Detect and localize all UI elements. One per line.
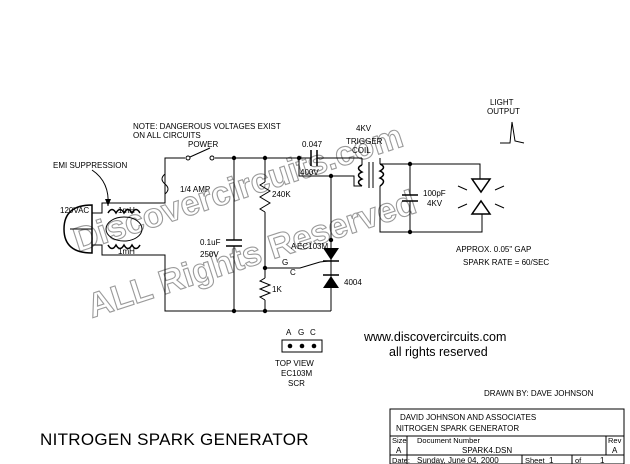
title-block-sheet-value: 1 [549, 456, 554, 464]
title-block-project: NITROGEN SPARK GENERATOR [396, 424, 519, 433]
title-block-rev-value: A [612, 446, 618, 455]
drawn-by-label: DRAWN BY: DAVE JOHNSON [484, 389, 594, 398]
fuse-label: 1/4 AMP [180, 185, 210, 194]
title-block-docnum-label: Document Number [417, 436, 480, 445]
website-url: www.discovercircuits.com [363, 330, 506, 344]
title-block-docnum-value: SPARK4.DSN [462, 446, 512, 455]
warning-note-line-2: ON ALL CIRCUITS [133, 131, 201, 140]
scr-gate-label: G [282, 258, 288, 267]
title-block-rev-label: Rev [608, 436, 622, 445]
title-block-date-value: Sunday, June 04, 2000 [417, 456, 499, 464]
capacitor-0.1uf-voltage: 250V [200, 250, 219, 259]
title-block-date-label: Date: [392, 456, 410, 464]
wires [92, 157, 483, 312]
coil-voltage-label: 4KV [356, 124, 372, 133]
scr-name-label: EC103M [297, 242, 328, 251]
spark-gap-icon [457, 178, 505, 215]
package-type-label: SCR [288, 379, 305, 388]
pin-c-label: C [310, 328, 316, 337]
gap-label: APPROX. 0.05" GAP [456, 245, 531, 254]
scr-package-icon [281, 339, 323, 353]
resistor-240k-icon [259, 181, 271, 213]
light-output-line-2: OUTPUT [487, 107, 520, 116]
capacitor-100pf-value: 100pF [423, 189, 446, 198]
capacitor-100pf-voltage: 4KV [427, 199, 443, 208]
capacitor-0.1uf-icon [226, 239, 242, 247]
ac-input-label: 120VAC [60, 206, 89, 215]
light-output-pulse-icon [500, 121, 525, 144]
capacitor-0.047-value: 0.047 [302, 140, 323, 149]
website-rights: all rights reserved [389, 345, 488, 359]
coil-name-line-1: TRIGGER [346, 137, 383, 146]
scr-icon [319, 248, 339, 263]
spark-rate-label: SPARK RATE = 60/SEC [463, 258, 549, 267]
scr-anode-label: A [291, 242, 297, 251]
pin-a-label: A [286, 328, 292, 337]
capacitor-100pf-icon [402, 194, 418, 202]
power-label: POWER [188, 140, 218, 149]
inductor-top-label: 1mH [118, 206, 135, 215]
resistor-1k-icon [258, 277, 272, 301]
inductor-bottom-label: 1mH [118, 247, 135, 256]
component-labels: NOTE: DANGEROUS VOLTAGES EXIST ON ALL CI… [53, 98, 549, 388]
title-block-size-value: A [396, 446, 402, 455]
junction-dots [231, 155, 413, 314]
title-block-of-label: of [575, 456, 582, 464]
resistor-240k-label: 240K [272, 190, 291, 199]
title-block-of-value: 1 [600, 456, 605, 464]
emi-label: EMI SUPPRESSION [53, 161, 127, 170]
title-block-sheet-label: Sheet [525, 456, 546, 464]
diode-4004-icon [323, 274, 339, 288]
light-output-line-1: LIGHT [490, 98, 514, 107]
pin-g-label: G [298, 328, 304, 337]
capacitor-0.047-icon [310, 150, 318, 166]
ac-plug-icon [63, 204, 93, 254]
title-block-size-label: Size [392, 436, 407, 445]
trigger-coil-icon [357, 162, 385, 188]
package-part-label: EC103M [281, 369, 312, 378]
title-block: DAVID JOHNSON AND ASSOCIATES NITROGEN SP… [389, 408, 625, 464]
emi-inductor-icon [105, 208, 143, 250]
power-switch-icon [185, 147, 215, 161]
resistor-1k-label: 1K [272, 285, 282, 294]
capacitor-0.047-voltage: 400V [300, 168, 319, 177]
scr-cathode-label: C [290, 268, 296, 277]
diode-label: 4004 [344, 278, 362, 287]
warning-note-line-1: NOTE: DANGEROUS VOLTAGES EXIST [133, 122, 281, 131]
fuse-icon [161, 173, 169, 195]
capacitor-0.1uf-value: 0.1uF [200, 238, 221, 247]
title-block-company: DAVID JOHNSON AND ASSOCIATES [400, 413, 536, 422]
page-title: NITROGEN SPARK GENERATOR [40, 430, 309, 449]
emi-pointer-arrow [91, 169, 111, 207]
top-view-label: TOP VIEW [275, 359, 314, 368]
coil-name-line-2: COIL [352, 146, 371, 155]
